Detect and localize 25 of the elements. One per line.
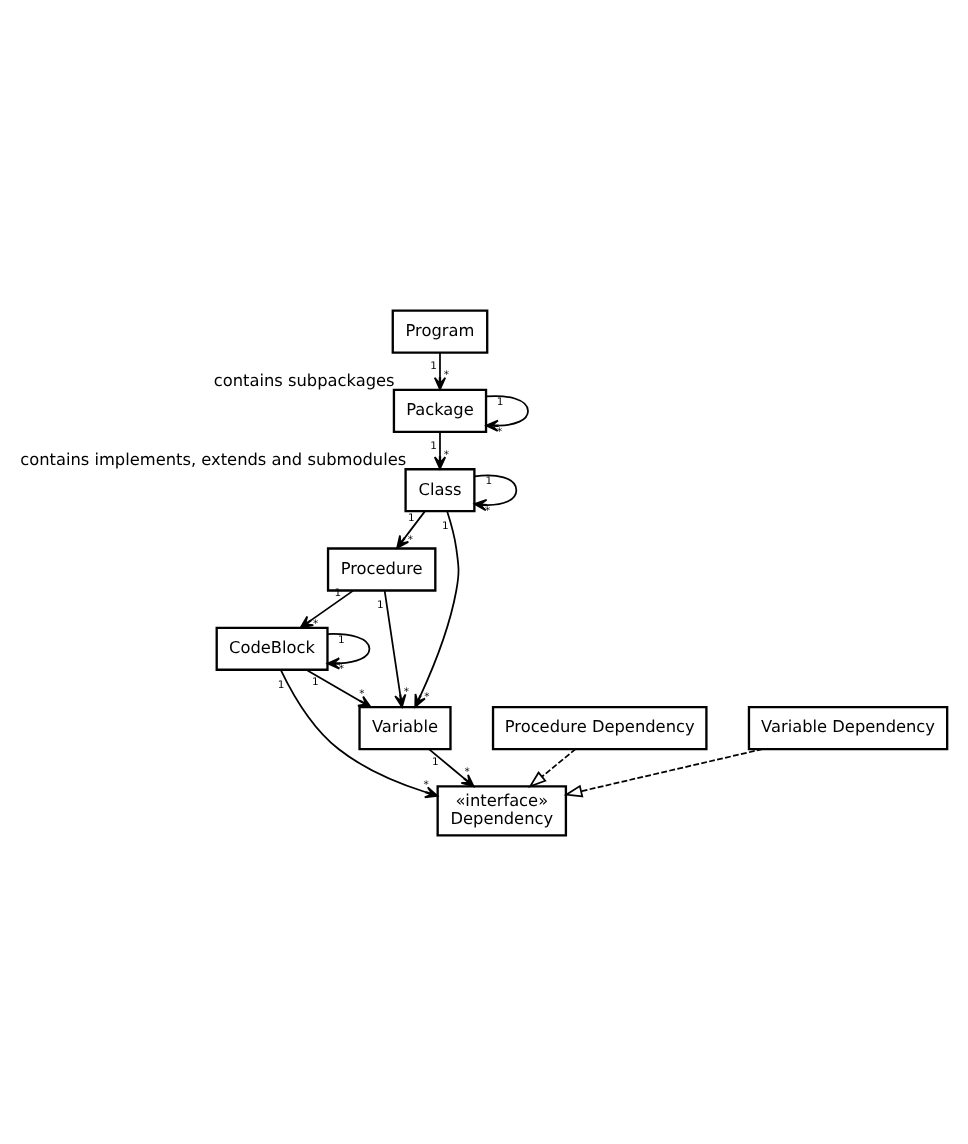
node-box: Variable Dependency — [747, 704, 949, 750]
arrow — [473, 473, 518, 511]
node-box: Program — [391, 308, 489, 353]
arrow — [433, 430, 447, 469]
arrow — [428, 747, 475, 787]
node-label: contains subpackages — [213, 368, 395, 389]
node-box: Procedure Dependency — [491, 704, 708, 750]
node-box: Procedure — [326, 546, 437, 591]
arrow — [396, 509, 426, 548]
node-box: Variable — [358, 704, 452, 750]
node-box: Package — [392, 387, 488, 433]
node-box: Class — [404, 467, 476, 512]
arrow — [528, 747, 577, 787]
arrow — [563, 747, 764, 797]
arrow — [485, 394, 529, 431]
arrow — [279, 667, 439, 798]
arrow — [326, 632, 371, 669]
node-box: CodeBlock — [215, 625, 329, 670]
node-box: «interface» Dependency — [436, 784, 568, 836]
arrow — [305, 668, 372, 707]
arrow — [383, 588, 407, 707]
node-label: contains implements, extends and submodules — [20, 447, 407, 468]
arrow — [299, 589, 354, 628]
arrow — [433, 351, 447, 390]
arrow — [414, 509, 460, 707]
